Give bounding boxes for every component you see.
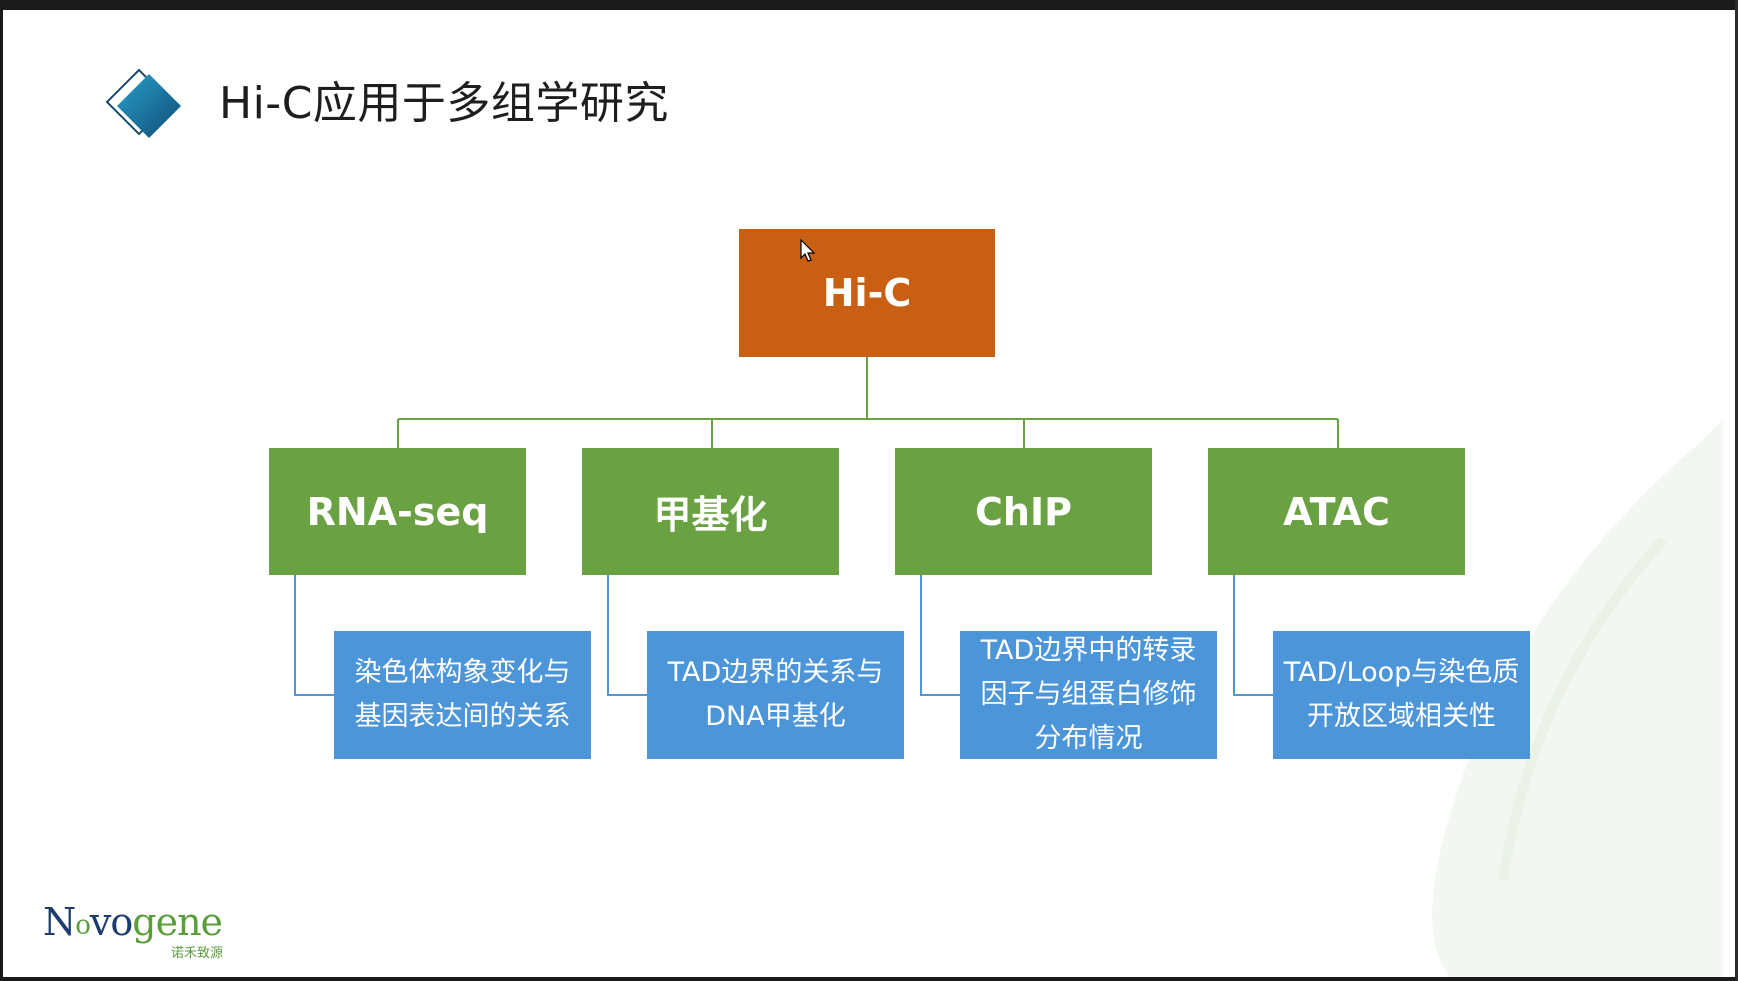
detail-line: TAD边界的关系与 <box>667 657 884 688</box>
category-node-atac: ATAC <box>1208 448 1465 575</box>
category-label: RNA-seq <box>306 489 489 534</box>
detail-node-methylation: TAD边界的关系与 DNA甲基化 <box>647 631 904 759</box>
category-label: ATAC <box>1283 489 1390 534</box>
detail-node-atac: TAD/Loop与染色质 开放区域相关性 <box>1273 631 1530 759</box>
logo-wordmark: Novogene <box>43 900 223 944</box>
root-node-label: Hi-C <box>822 271 912 315</box>
title-diamond-icon <box>105 68 181 138</box>
category-node-chip: ChIP <box>895 448 1152 575</box>
diagram-connectors <box>294 357 1339 696</box>
detail-line: 染色体构象变化与 <box>354 657 571 688</box>
detail-node-rnaseq: 染色体构象变化与 基因表达间的关系 <box>334 631 591 759</box>
logo-subtitle: 诺禾致源 <box>171 946 224 961</box>
category-node-methylation: 甲基化 <box>582 448 839 575</box>
watermark-leaf-icon <box>1432 420 1723 977</box>
detail-line: 基因表达间的关系 <box>354 701 571 732</box>
detail-node-chip: TAD边界中的转录 因子与组蛋白修饰 分布情况 <box>960 631 1217 759</box>
window-edge <box>1735 0 1738 981</box>
category-label: ChIP <box>975 489 1072 534</box>
detail-line: TAD边界中的转录 <box>980 635 1197 666</box>
category-node-rnaseq: RNA-seq <box>269 448 526 575</box>
detail-line: DNA甲基化 <box>705 701 846 732</box>
mouse-cursor-icon <box>800 239 816 262</box>
root-node-hic: Hi-C <box>739 229 995 357</box>
detail-line: 分布情况 <box>1034 723 1143 754</box>
detail-line: TAD/Loop与染色质 <box>1283 657 1520 688</box>
category-label: 甲基化 <box>653 493 768 537</box>
detail-line: 因子与组蛋白修饰 <box>980 679 1197 710</box>
novogene-logo: Novogene 诺禾致源 <box>43 900 223 961</box>
detail-line: 开放区域相关性 <box>1307 701 1496 732</box>
page-title: Hi-C应用于多组学研究 <box>219 78 669 129</box>
slide: Hi-C应用于多组学研究 Hi-C RNA-seq 甲基化 ChIP ATAC <box>3 10 1738 977</box>
